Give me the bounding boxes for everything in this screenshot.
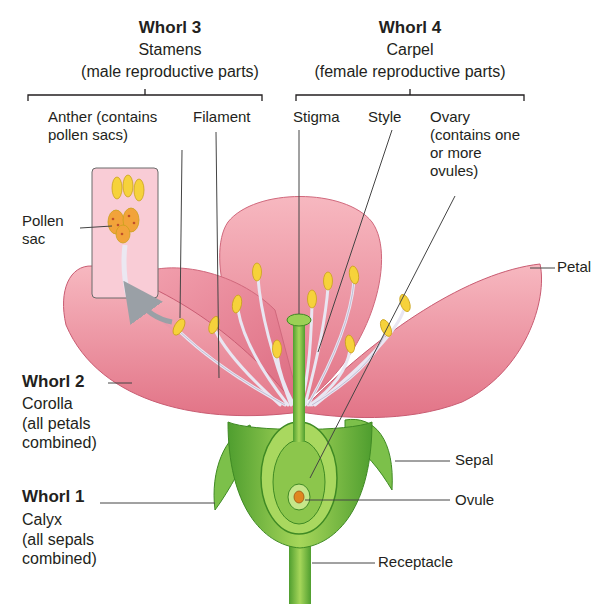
part-label: Receptacle: [378, 553, 488, 571]
zoom-arrow: [135, 297, 172, 322]
part-label: Sepal: [455, 451, 525, 469]
part-label: Corolla: [22, 394, 122, 413]
stigma-shape: [287, 314, 311, 326]
part-label: Whorl 2: [22, 372, 122, 392]
part-label: Whorl 3: [90, 18, 250, 38]
part-label: Carpel: [330, 40, 490, 59]
part-label: Calyx: [22, 510, 122, 529]
part-label: (all sepals combined): [22, 530, 114, 568]
part-label: Style: [368, 108, 423, 126]
part-label: Stamens: [90, 40, 250, 59]
part-label: (female reproductive parts): [285, 62, 535, 81]
part-label: (male reproductive parts): [55, 62, 285, 81]
part-label: Filament: [193, 108, 273, 126]
leader-lines: [80, 130, 555, 563]
part-label: (all petals combined): [22, 414, 114, 452]
part-label: Whorl 4: [330, 18, 490, 38]
part-label: Stigma: [293, 108, 353, 126]
bracket: [296, 89, 524, 101]
part-label: Pollen sac: [22, 212, 80, 248]
part-label: Ovary (contains one or more ovules): [430, 108, 522, 180]
style-shape: [293, 322, 305, 442]
pollen-sac-shapes: [108, 208, 139, 243]
petal-shape: [300, 264, 542, 418]
filament-lines: [180, 278, 404, 405]
anther-shapes: [171, 263, 413, 358]
inset-box: [92, 168, 158, 298]
part-label: Anther (contains pollen sacs): [48, 108, 180, 144]
part-label: Ovule: [455, 491, 525, 509]
part-label: Whorl 1: [22, 487, 122, 507]
ovule-shape: [294, 491, 304, 503]
bracket: [28, 89, 262, 101]
part-label: Petal: [557, 258, 613, 276]
